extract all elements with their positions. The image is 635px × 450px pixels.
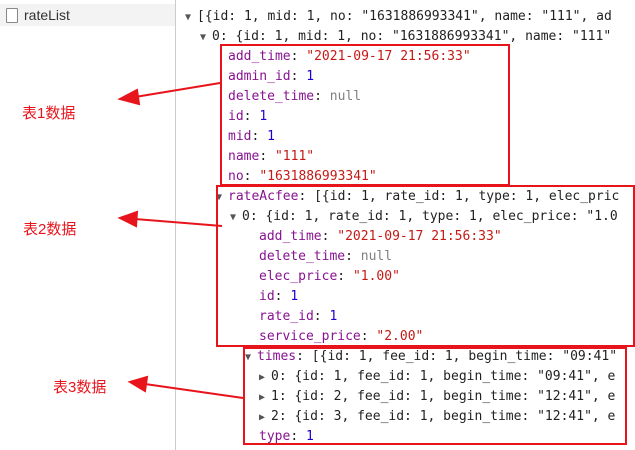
prop-delete-time[interactable]: delete_time: null <box>228 89 362 104</box>
collapse-triangle-icon[interactable]: ▶ <box>259 412 266 423</box>
table2-highlight-box <box>216 185 635 347</box>
prop-times[interactable]: ▼times: [{id: 1, fee_id: 1, begin_time: … <box>245 347 617 367</box>
tree-item-0[interactable]: ▼0: {id: 1, mid: 1, no: "1631886993341",… <box>200 27 611 47</box>
prop-add-time[interactable]: add_time: "2021-09-17 21:56:33" <box>228 49 471 64</box>
prop-name[interactable]: name: "111" <box>228 149 315 164</box>
collapse-triangle-icon[interactable]: ▶ <box>259 392 266 403</box>
arrow-table2 <box>134 218 223 227</box>
arrow-head-icon <box>117 88 141 106</box>
sidebar: rateList <box>0 0 176 450</box>
rate-prop-type[interactable]: type: 1 <box>259 429 314 444</box>
sidebar-item-ratelist[interactable]: rateList <box>0 4 175 26</box>
times-item-1[interactable]: ▶1: {id: 2, fee_id: 1, begin_time: "12:4… <box>259 387 615 407</box>
prop-mid[interactable]: mid: 1 <box>228 129 275 144</box>
rate-prop-service-price[interactable]: service_price: "2.00" <box>259 329 424 344</box>
times-item-2[interactable]: ▶2: {id: 3, fee_id: 1, begin_time: "12:4… <box>259 407 615 427</box>
file-icon <box>6 7 18 23</box>
collapse-triangle-icon[interactable]: ▶ <box>259 372 266 383</box>
times-item-0[interactable]: ▶0: {id: 1, fee_id: 1, begin_time: "09:4… <box>259 367 615 387</box>
arrow-head-icon <box>117 210 139 228</box>
sidebar-item-label: rateList <box>24 7 70 23</box>
rateacfee-item-0[interactable]: ▼0: {id: 1, rate_id: 1, type: 1, elec_pr… <box>230 207 618 227</box>
expand-triangle-icon[interactable]: ▼ <box>245 352 252 363</box>
arrow-head-icon <box>127 375 149 393</box>
expand-triangle-icon[interactable]: ▼ <box>200 32 207 43</box>
expand-triangle-icon[interactable]: ▼ <box>216 192 223 203</box>
expand-triangle-icon[interactable]: ▼ <box>185 12 192 23</box>
prop-rateacfee[interactable]: ▼rateAcfee: [{id: 1, rate_id: 1, type: 1… <box>216 187 619 207</box>
object-tree: ▼[{id: 1, mid: 1, no: "1631886993341", n… <box>185 0 635 450</box>
arrow-table3 <box>144 383 244 399</box>
prop-no[interactable]: no: "1631886993341" <box>228 169 377 184</box>
tree-root-line[interactable]: ▼[{id: 1, mid: 1, no: "1631886993341", n… <box>185 7 612 27</box>
rate-prop-rate-id[interactable]: rate_id: 1 <box>259 309 338 324</box>
rate-prop-add-time[interactable]: add_time: "2021-09-17 21:56:33" <box>259 229 502 244</box>
prop-id[interactable]: id: 1 <box>228 109 268 124</box>
rate-prop-id[interactable]: id: 1 <box>259 289 299 304</box>
rate-prop-delete-time[interactable]: delete_time: null <box>259 249 393 264</box>
table1-annotation: 表1数据 <box>22 105 76 122</box>
rate-prop-elec-price[interactable]: elec_price: "1.00" <box>259 269 400 284</box>
pane-divider[interactable] <box>175 0 176 450</box>
table3-annotation: 表3数据 <box>53 379 107 396</box>
prop-admin-id[interactable]: admin_id: 1 <box>228 69 315 84</box>
table3-highlight-box <box>243 347 627 445</box>
arrow-table1 <box>134 82 221 98</box>
table2-annotation: 表2数据 <box>23 221 77 238</box>
expand-triangle-icon[interactable]: ▼ <box>230 212 237 223</box>
